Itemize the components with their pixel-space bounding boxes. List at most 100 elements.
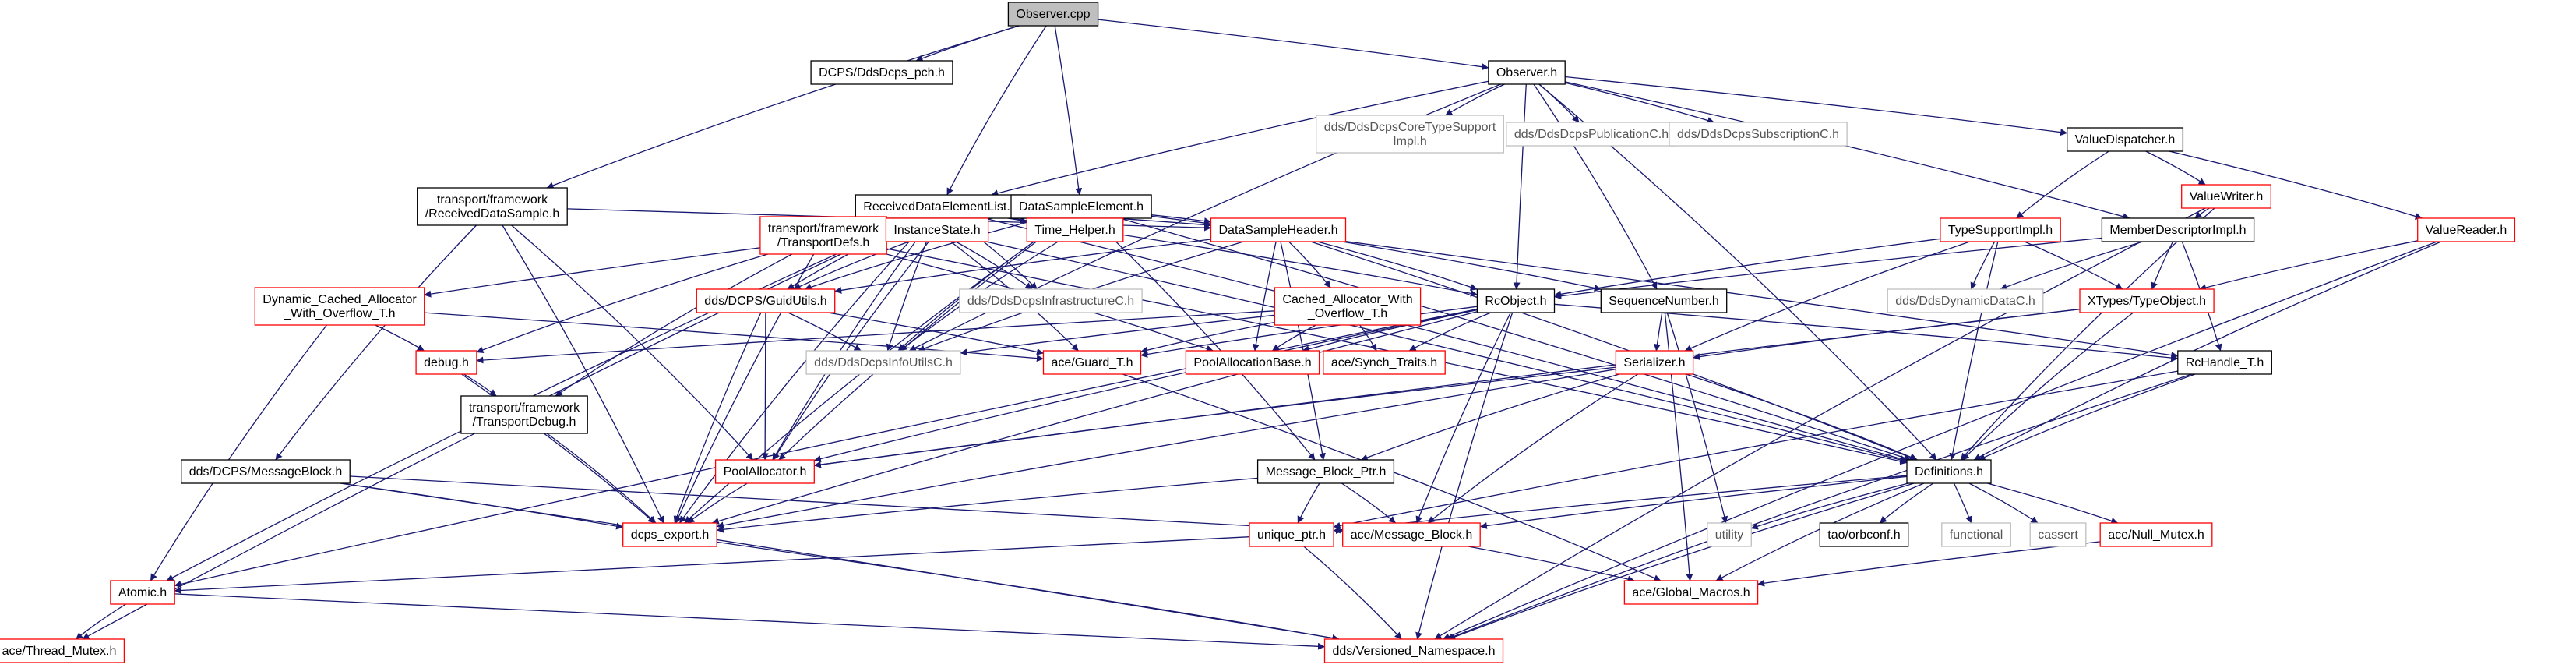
edge-data_sample_element-to-data_sample_header xyxy=(1151,214,1211,225)
node-serializer[interactable]: Serializer.h xyxy=(1615,350,1694,375)
node-transport_debug[interactable]: transport/framework/TransportDebug.h xyxy=(460,395,588,434)
edge-sequence_number-to-utility xyxy=(1666,312,1728,524)
node-ace_global_macros[interactable]: ace/Global_Macros.h xyxy=(1623,580,1759,605)
edge-data_sample_element-to-message_block_ptr xyxy=(1091,217,1316,461)
node-label: Observer.cpp xyxy=(1016,8,1090,21)
node-box xyxy=(1506,122,1677,147)
edge-pool_allocator-to-dcps_export xyxy=(687,482,748,524)
node-transport_defs[interactable]: transport/framework/TransportDefs.h xyxy=(759,216,887,255)
node-unique_ptr[interactable]: unique_ptr.h xyxy=(1249,522,1334,547)
node-ace_thread_mutex[interactable]: ace/Thread_Mutex.h xyxy=(0,638,125,663)
node-box xyxy=(181,459,351,484)
node-box xyxy=(2417,217,2516,242)
node-observer_cpp[interactable]: Observer.cpp xyxy=(1007,2,1099,27)
edge-xtypes_type_object-to-definitions xyxy=(1961,312,2134,461)
edge-instance_state-to-infrastructure_c xyxy=(955,241,1033,290)
edge-unique_ptr-to-versioned_namespace xyxy=(1303,546,1402,640)
edge-debug_h-to-transport_debug xyxy=(463,373,497,397)
node-label: Time_Helper.h xyxy=(1034,224,1115,237)
node-box xyxy=(1249,522,1334,547)
node-box xyxy=(1010,194,1152,219)
edge-received_data_element_list-to-dcps_export xyxy=(678,217,932,524)
edge-definitions-to-functional xyxy=(1953,482,1972,524)
node-label: dds/Versioned_Namespace.h xyxy=(1332,645,1495,658)
node-observer_h[interactable]: Observer.h xyxy=(1488,60,1566,85)
node-type_support_impl[interactable]: TypeSupportImpl.h xyxy=(1940,217,2061,242)
node-debug_h[interactable]: debug.h xyxy=(415,350,477,375)
edge-member_descriptor_impl-to-rc_object xyxy=(1554,237,2102,300)
node-instance_state[interactable]: InstanceState.h xyxy=(885,217,989,242)
edge-observer_h-to-subscription_c xyxy=(1564,82,1715,124)
node-ddsdcps_pch[interactable]: DCPS/DdsDcps_pch.h xyxy=(810,60,953,85)
node-label: SequenceNumber.h xyxy=(1609,295,1718,308)
edge-rc_handle-to-versioned_namespace xyxy=(1446,373,2193,641)
node-tao_orbconf[interactable]: tao/orbconf.h xyxy=(1819,522,1909,547)
edge-observer_h-to-core_type_support xyxy=(1445,83,1505,116)
node-dcps_export[interactable]: dcps_export.h xyxy=(622,522,717,547)
node-rc_handle[interactable]: RcHandle_T.h xyxy=(2177,350,2272,375)
node-received_data_sample[interactable]: transport/framework/ReceivedDataSample.h xyxy=(417,187,568,226)
node-time_helper[interactable]: Time_Helper.h xyxy=(1026,217,1124,242)
node-label: dds/DdsDcpsInfrastructureC.h xyxy=(967,295,1134,308)
edge-type_support_impl-to-definitions xyxy=(1949,241,1999,461)
node-ace_message_block[interactable]: ace/Message_Block.h xyxy=(1342,522,1481,547)
node-ace_guard[interactable]: ace/Guard_T.h xyxy=(1042,350,1142,375)
edge-observer_cpp-to-received_data_sample xyxy=(546,25,1020,189)
edge-data_sample_header-to-rc_object xyxy=(1317,241,1478,291)
node-box xyxy=(254,287,425,326)
edge-guid_utils-to-dcps_export xyxy=(673,312,762,524)
node-atomic_h[interactable]: Atomic.h xyxy=(110,580,175,605)
edge-rc_handle-to-unique_ptr xyxy=(1333,370,2178,529)
node-value_reader[interactable]: ValueReader.h xyxy=(2417,217,2516,242)
node-label: dds/DdsDcpsCoreTypeSupport xyxy=(1324,121,1496,134)
node-box xyxy=(1600,288,1728,313)
node-sequence_number[interactable]: SequenceNumber.h xyxy=(1600,288,1728,313)
node-data_sample_header[interactable]: DataSampleHeader.h xyxy=(1210,217,1347,242)
node-label: utility xyxy=(1715,528,1743,542)
edge-observer_h-to-rc_object xyxy=(1513,83,1527,290)
node-ace_synch_traits[interactable]: ace/Synch_Traits.h xyxy=(1323,350,1446,375)
node-box xyxy=(2099,522,2213,547)
edge-cached_allocator-to-debug_h xyxy=(476,310,1275,364)
edge-ace_message_block-to-ace_global_macros xyxy=(1468,546,1635,583)
node-guid_utils[interactable]: dds/DCPS/GuidUtils.h xyxy=(696,288,836,313)
node-pool_allocator[interactable]: PoolAllocator.h xyxy=(714,459,815,484)
node-label: dds/DdsDynamicDataC.h xyxy=(1895,295,2035,308)
node-label: DCPS/DdsDcps_pch.h xyxy=(819,66,945,80)
node-ace_null_mutex[interactable]: ace/Null_Mutex.h xyxy=(2099,522,2213,547)
node-message_block_ptr[interactable]: Message_Block_Ptr.h xyxy=(1256,459,1395,484)
node-label: tao/orbconf.h xyxy=(1827,528,1900,542)
node-dynamic_cached_allocator[interactable]: Dynamic_Cached_Allocator_With_Overflow_T… xyxy=(254,287,425,326)
node-xtypes_type_object[interactable]: XTypes/TypeObject.h xyxy=(2079,288,2215,313)
node-label: _With_Overflow_T.h xyxy=(283,307,395,320)
node-cached_allocator[interactable]: Cached_Allocator_With_Overflow_T.h xyxy=(1274,287,1422,326)
node-label: ace/Synch_Traits.h xyxy=(1331,356,1437,369)
edge-definitions-to-tao_orbconf xyxy=(1879,482,1934,524)
node-received_data_element_list[interactable]: ReceivedDataElementList.h xyxy=(855,194,1026,219)
edge-definitions-to-ace_global_macros xyxy=(1715,482,1925,581)
node-label: Dynamic_Cached_Allocator xyxy=(263,293,417,306)
node-value_dispatcher[interactable]: ValueDispatcher.h xyxy=(2067,127,2184,152)
node-label: debug.h xyxy=(424,356,469,369)
edge-rc_object-to-ace_synch_traits xyxy=(1408,312,1492,352)
edge-observer_h-to-value_dispatcher xyxy=(1565,76,2068,136)
node-data_sample_element[interactable]: DataSampleElement.h xyxy=(1010,194,1152,219)
node-label: Impl.h xyxy=(1393,135,1427,148)
node-box xyxy=(0,638,125,663)
node-dcps_message_block[interactable]: dds/DCPS/MessageBlock.h xyxy=(181,459,351,484)
node-label: functional xyxy=(1950,528,2003,542)
edge-message_block_ptr-to-ace_message_block xyxy=(1341,482,1397,524)
node-box xyxy=(415,350,477,375)
edge-definitions-to-ace_message_block xyxy=(1479,475,1908,529)
edge-rc_object-to-versioned_namespace xyxy=(1415,312,1514,640)
node-member_descriptor_impl[interactable]: MemberDescriptorImpl.h xyxy=(2101,217,2255,242)
node-value_writer[interactable]: ValueWriter.h xyxy=(2181,184,2271,209)
node-versioned_namespace[interactable]: dds/Versioned_Namespace.h xyxy=(1323,638,1504,663)
node-box xyxy=(1323,350,1446,375)
node-definitions[interactable]: Definitions.h xyxy=(1906,459,1992,484)
node-rc_object[interactable]: RcObject.h xyxy=(1476,288,1556,313)
node-label: transport/framework xyxy=(469,401,580,415)
node-infrastructure_c: dds/DdsDcpsInfrastructureC.h xyxy=(959,288,1143,313)
node-pool_allocation_base[interactable]: PoolAllocationBase.h xyxy=(1185,350,1320,375)
